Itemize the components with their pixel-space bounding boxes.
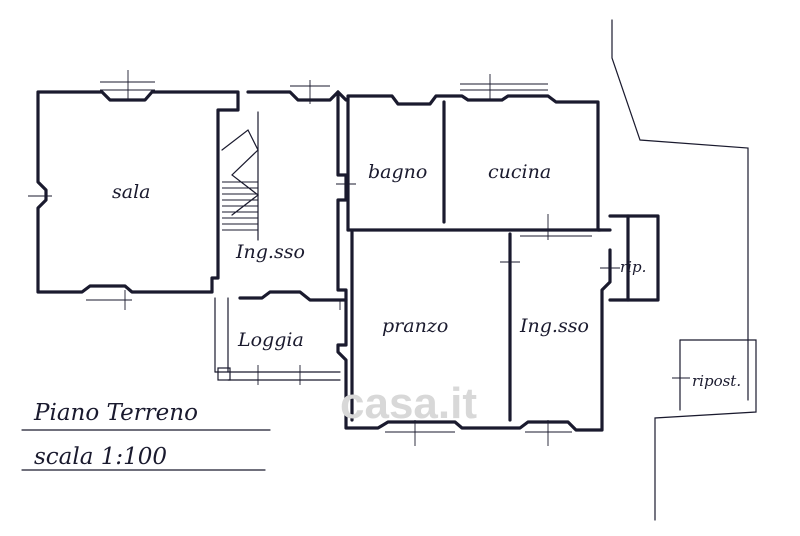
room-label-ingresso-right: Ing.sso [519,315,589,337]
building-walls [36,90,660,432]
room-label-ripost: ripost. [692,372,741,390]
room-label-cucina: cucina [488,161,551,183]
room-label-bagno: bagno [368,161,427,183]
room-label-loggia: Loggia [237,329,304,351]
plan-scale: scala 1:100 [34,444,167,470]
room-label-pranzo: pranzo [382,315,448,337]
watermark: casa.it [340,379,477,428]
window-markers [28,70,690,446]
staircase [221,111,259,241]
room-label-rip: rip. [620,258,646,276]
room-label-ingresso-left: Ing.sso [235,241,305,263]
property-boundary [611,19,757,521]
plan-title: Piano Terreno [33,400,198,426]
room-label-sala: sala [112,181,150,203]
loggia-structure [214,297,341,385]
